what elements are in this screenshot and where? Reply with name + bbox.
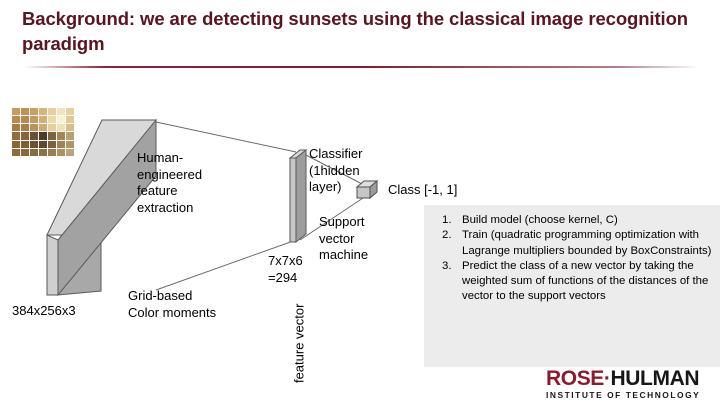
svm-steps-list: 1. Build model (choose kernel, C) 2. Train …: [436, 213, 716, 305]
mosaic-tile: [12, 140, 20, 148]
mosaic-tile: [48, 132, 56, 140]
label-feature-extraction: Human- engineered feature extraction: [137, 150, 203, 215]
mosaic-tile: [57, 132, 65, 140]
mosaic-tile: [21, 140, 29, 148]
input-image-mosaic: [12, 108, 74, 156]
logo-subtitle: INSTITUTE OF TECHNOLOGY: [546, 390, 701, 400]
mosaic-tile: [12, 148, 20, 156]
mosaic-tile: [66, 124, 74, 132]
svm-step-item: 2. Train (quadratic programming optimizat…: [436, 228, 716, 259]
label-feature-vector-size: 7x7x6 =294: [268, 253, 303, 285]
svm-steps-panel: 1. Build model (choose kernel, C) 2. Train …: [424, 205, 720, 367]
logo-rose-text: ROSE: [546, 367, 604, 390]
label-support-vector-machine: Support vector machine: [319, 214, 369, 263]
mosaic-tile: [39, 108, 47, 116]
page-title: Background: we are detecting sunsets usi…: [22, 8, 688, 54]
label-class-output: Class [-1, 1]: [388, 182, 458, 197]
svm-step-text: Build model (choose kernel, C): [462, 214, 618, 226]
mosaic-tile: [12, 108, 20, 116]
svm-step-item: 3. Predict the class of a new vector by t…: [436, 259, 716, 305]
mosaic-tile: [30, 132, 38, 140]
logo-hulman-text: HULMAN: [610, 367, 700, 390]
mosaic-tile: [66, 108, 74, 116]
mosaic-tile: [57, 140, 65, 148]
mosaic-tile: [57, 124, 65, 132]
mosaic-tile: [30, 108, 38, 116]
svm-step-item: 1. Build model (choose kernel, C): [436, 213, 716, 228]
label-classifier: Classifier (1hidden layer): [309, 146, 363, 195]
mosaic-tile: [66, 140, 74, 148]
mosaic-tile: [30, 148, 38, 156]
mosaic-tile: [57, 116, 65, 124]
svm-step-text: Train (quadratic programming optimizatio…: [462, 229, 712, 257]
mosaic-tile: [21, 116, 29, 124]
svm-step-number: 1.: [442, 214, 452, 226]
mosaic-tile: [12, 124, 20, 132]
mosaic-tile: [21, 132, 29, 140]
mosaic-tile: [30, 140, 38, 148]
mosaic-tile: [39, 148, 47, 156]
label-feature-vector-wrap: feature vector: [265, 140, 307, 384]
label-color-moments: Grid-based Color moments: [128, 288, 217, 320]
mosaic-tile: [21, 108, 29, 116]
mosaic-tile: [48, 124, 56, 132]
svm-step-number: 2.: [442, 229, 452, 242]
mosaic-tile: [39, 124, 47, 132]
image-volume-block: [46, 118, 157, 297]
mosaic-tile: [12, 132, 20, 140]
mosaic-tile: [21, 148, 29, 156]
mosaic-tile: [66, 148, 74, 156]
mosaic-tile: [39, 140, 47, 148]
class-output-cube: [355, 179, 381, 201]
mosaic-tile: [12, 116, 20, 124]
rose-hulman-logo: ROSE·HULMAN INSTITUTE OF TECHNOLOGY: [546, 368, 714, 402]
mosaic-tile: [48, 116, 56, 124]
logo-separator-icon: ·: [603, 367, 611, 390]
title-divider: [24, 66, 700, 68]
label-feature-vector: feature vector: [291, 303, 307, 384]
mosaic-tile: [57, 148, 65, 156]
mosaic-tile: [21, 124, 29, 132]
svm-step-number: 3.: [442, 259, 452, 272]
mosaic-tile: [66, 116, 74, 124]
svm-step-text: Predict the class of a new vector by tak…: [462, 259, 709, 303]
logo-wordmark: ROSE·HULMAN: [546, 368, 714, 389]
mosaic-tile: [48, 148, 56, 156]
mosaic-tile: [48, 108, 56, 116]
feature-vector-bar: [286, 148, 310, 244]
label-input-dimensions: 384x256x3: [12, 303, 76, 318]
mosaic-tile: [57, 108, 65, 116]
mosaic-tile: [30, 124, 38, 132]
mosaic-tile: [66, 132, 74, 140]
mosaic-tile: [48, 140, 56, 148]
mosaic-tile: [39, 132, 47, 140]
mosaic-tile: [30, 116, 38, 124]
mosaic-tile: [39, 116, 47, 124]
